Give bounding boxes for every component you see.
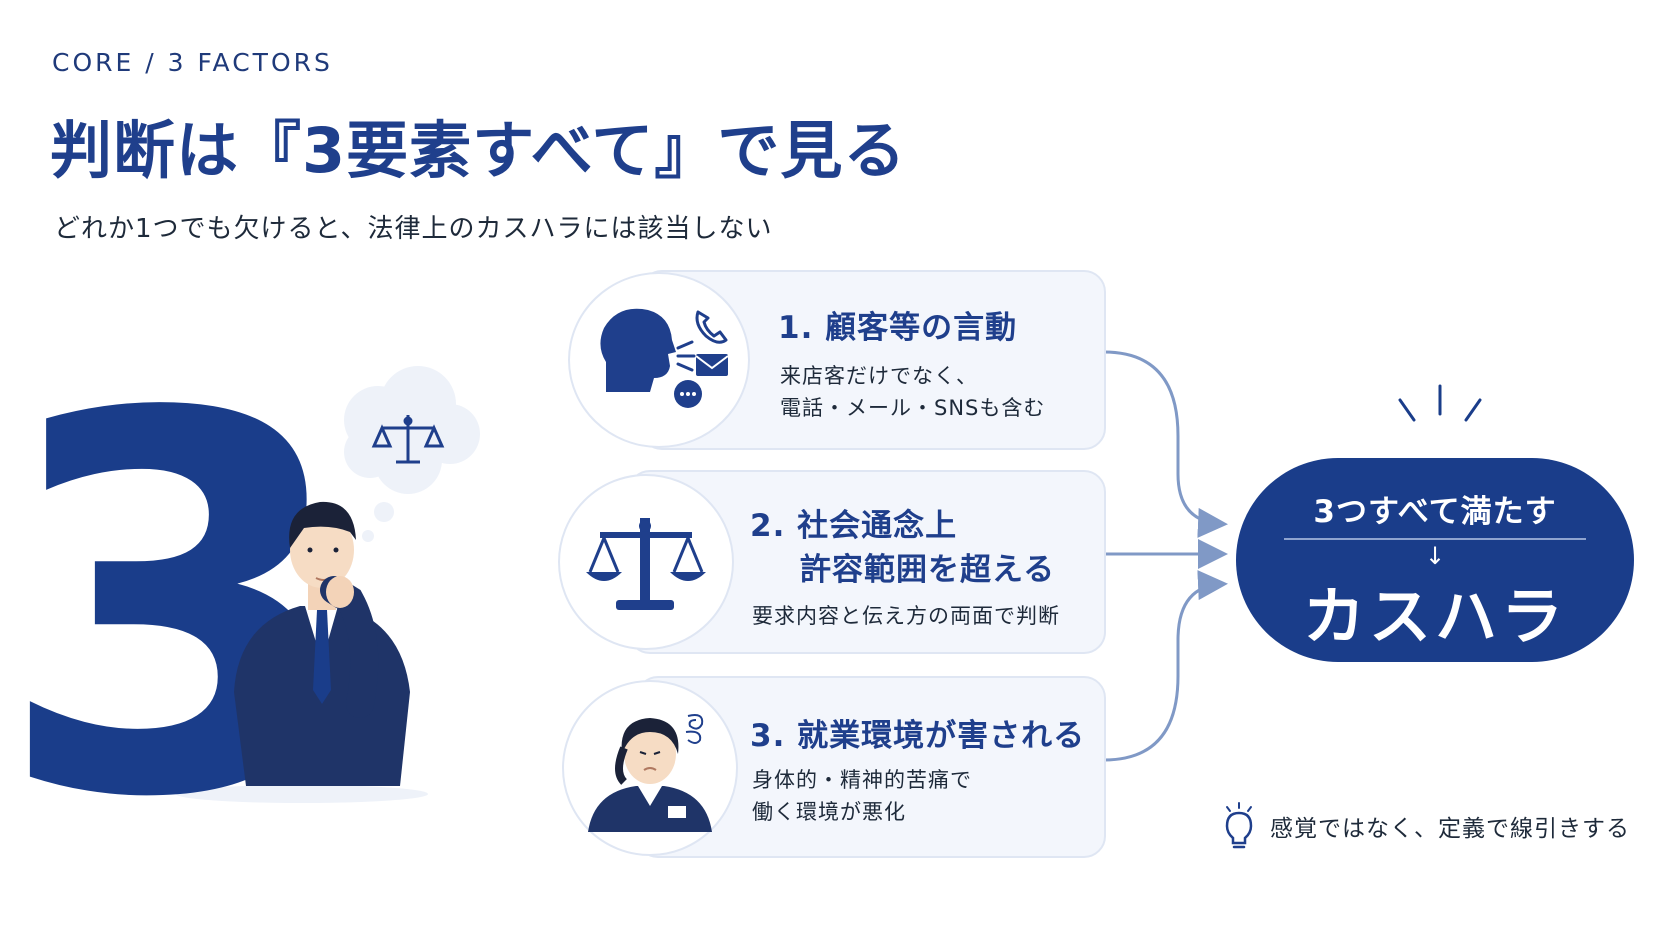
- name-badge: [668, 806, 686, 818]
- chat-bubble-icon: [674, 380, 702, 408]
- thought-cloud: [344, 366, 480, 542]
- dizzy-swirl-icon: [685, 714, 704, 744]
- page-title: 判断は『3要素すべて』で見る: [50, 114, 907, 187]
- eyebrow-label: CORE / 3 FACTORS: [52, 48, 333, 77]
- result-pill: 3つすべて満たす ↓ カスハラ: [1236, 458, 1634, 662]
- hero-illustration: 3: [0, 305, 480, 911]
- emphasis-rays: [1398, 384, 1482, 422]
- factor-1-desc-line-2: 電話・メール・SNSも含む: [780, 396, 1046, 420]
- floor-shadow: [176, 785, 428, 803]
- factor-2-icon-circle: [558, 474, 734, 650]
- balance-scale-icon: [586, 518, 706, 610]
- distressed-worker-icon: [588, 714, 712, 832]
- phone-icon: [695, 310, 728, 344]
- mail-icon: [695, 354, 729, 376]
- result-divider: [1284, 538, 1586, 540]
- factor-1-desc-line-1: 来店客だけでなく、: [780, 364, 978, 388]
- factor-1-icon-circle: [568, 272, 750, 448]
- connector-factor-1: [1103, 350, 1228, 538]
- lightbulb-icon: [1225, 802, 1253, 849]
- result-label: カスハラ: [1302, 580, 1567, 653]
- factor-3-description: 身体的・精神的苦痛で 働く環境が悪化: [752, 764, 972, 828]
- factor-1-title: 1. 顧客等の言動: [778, 310, 1018, 346]
- factor-3-desc-line-1: 身体的・精神的苦痛で: [752, 768, 972, 792]
- result-arrow: ↓: [1424, 542, 1446, 570]
- footer-note-text: 感覚ではなく、定義で線引きする: [1270, 816, 1630, 842]
- footer-note: 感覚ではなく、定義で線引きする: [1222, 802, 1630, 849]
- factor-2-description: 要求内容と伝え方の両面で判断: [752, 600, 1060, 632]
- factor-3-title: 3. 就業環境が害される: [750, 718, 1086, 754]
- factor-1-description: 来店客だけでなく、 電話・メール・SNSも含む: [780, 360, 1045, 424]
- balance-scale-icon: [371, 415, 445, 464]
- result-condition: 3つすべて満たす: [1313, 494, 1557, 530]
- factor-3-icon-circle: [562, 680, 738, 856]
- connector-factor-3: [1103, 570, 1228, 762]
- thinking-businessman: [234, 501, 410, 786]
- factor-2-desc-line-1: 要求内容と伝え方の両面で判断: [752, 604, 1060, 628]
- page-subtitle: どれか1つでも欠けると、法律上のカスハラには該当しない: [54, 214, 773, 244]
- factor-2-title-line-2: 許容範囲を超える: [800, 552, 1056, 588]
- speaking-head-icon: [600, 308, 729, 408]
- factor-2-title-line-1: 2. 社会通念上: [750, 508, 958, 544]
- factor-3-desc-line-2: 働く環境が悪化: [752, 800, 906, 824]
